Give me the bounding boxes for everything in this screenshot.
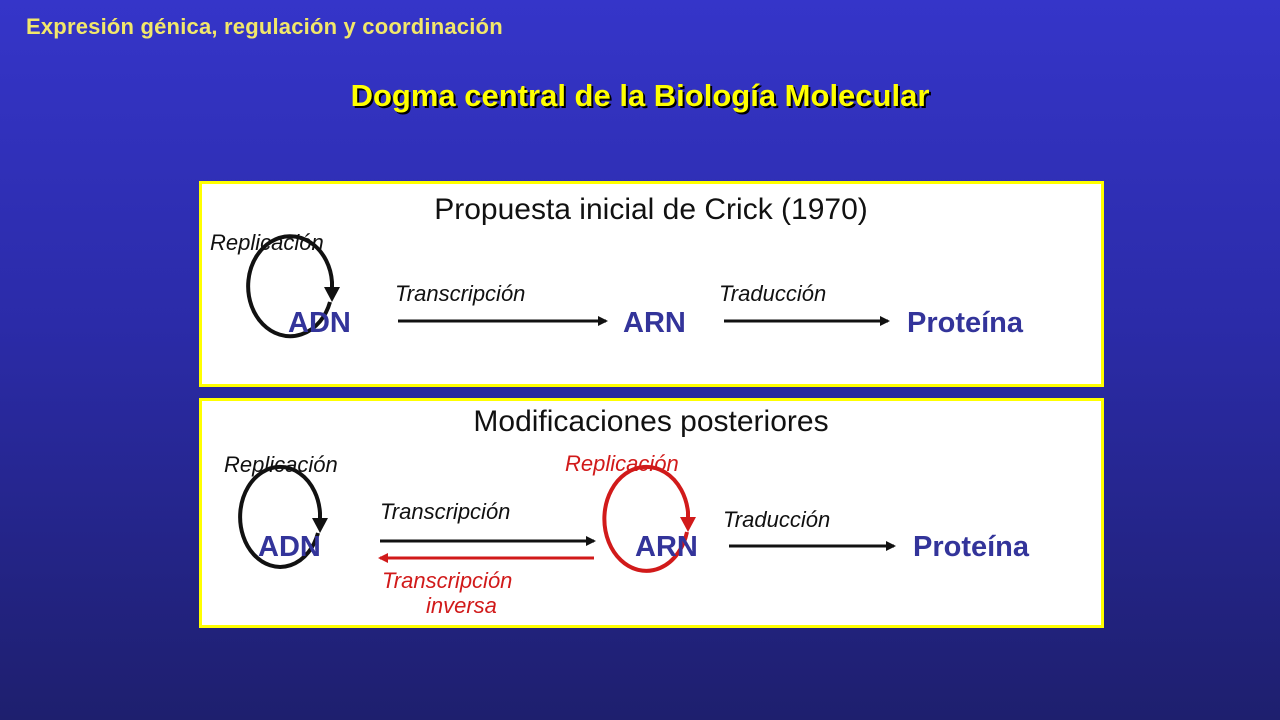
mod-reverse-transcription-label-line2: inversa (426, 593, 497, 618)
mod-dna-replication-loop-arrow (238, 464, 322, 569)
mod-replication-label: Replicación (224, 452, 338, 477)
mod-translation-label: Traducción (723, 507, 830, 532)
crick-transcription-label: Transcripción (395, 281, 525, 306)
mod-node-rna: ARN (635, 531, 698, 563)
mod-transcription-label: Transcripción (380, 499, 510, 524)
mod-reverse-transcription-label: Transcripción (382, 568, 512, 593)
modifications-panel: Modificaciones posteriores Replicación A… (199, 398, 1104, 628)
mod-node-protein: Proteína (913, 531, 1030, 563)
crick-translation-label: Traducción (719, 281, 826, 306)
crick-diagram: Propuesta inicial de Crick (1970) Replic… (210, 193, 1024, 339)
crick-panel-title: Propuesta inicial de Crick (1970) (434, 193, 868, 226)
crick-replication-arrowhead (324, 287, 340, 302)
crick-node-dna: ADN (288, 307, 351, 339)
mod-dna-replication-arrowhead (312, 518, 328, 533)
crick-node-rna: ARN (623, 307, 686, 339)
modifications-diagram: Modificaciones posteriores Replicación A… (224, 405, 1030, 618)
header-title: Expresión génica, regulación y coordinac… (26, 14, 503, 39)
crick-replication-loop-arrow (246, 234, 334, 339)
modifications-panel-title: Modificaciones posteriores (473, 405, 828, 438)
mod-rna-replication-label: Replicación (565, 451, 679, 476)
slide-title: Dogma central de la Biología Molecular (350, 78, 930, 113)
crick-proposal-panel: Propuesta inicial de Crick (1970) Replic… (199, 181, 1104, 387)
mod-node-dna: ADN (258, 531, 321, 563)
crick-node-protein: Proteína (907, 307, 1024, 339)
mod-rna-replication-arrowhead (680, 517, 696, 532)
mod-rna-replication-loop-arrow (602, 464, 690, 573)
